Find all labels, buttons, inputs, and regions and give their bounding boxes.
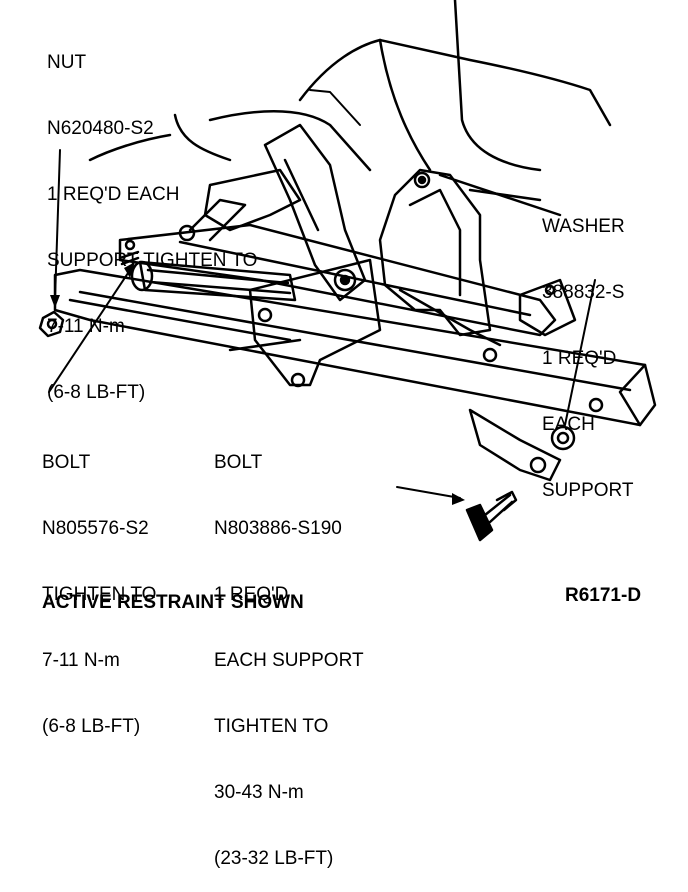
washer-callout-line: 388832-S: [542, 282, 625, 303]
washer: [550, 425, 576, 451]
figure-code: R6171-D: [565, 585, 642, 606]
rear-bracket: [378, 168, 498, 363]
front-tab: [468, 408, 562, 482]
nut-callout: NUT N620480-S2 1 REQ'D EACH SUPPORT TIGH…: [47, 8, 257, 426]
left-bracket: [178, 168, 302, 242]
loose-nut: [38, 310, 65, 338]
bolt-right-callout-line: (23-32 LB-FT): [214, 848, 334, 869]
bolt-right-callout-line: EACH SUPPORT: [214, 650, 364, 671]
arrowheads: [50, 262, 465, 505]
right-bracket: [518, 278, 577, 337]
seat-cushion: [88, 0, 612, 217]
bolt-left-callout-line: TIGHTEN TO: [42, 584, 157, 605]
washer-callout-line: 1 REQ'D: [542, 348, 617, 369]
leader-lines: [48, 89, 596, 499]
bolt-right-callout-line: N803886-S190: [214, 518, 342, 539]
nut-callout-line: 7-11 N-m: [47, 316, 125, 337]
front-end-bolt: [588, 397, 604, 413]
bolt-left-callout: BOLT N805576-S2 TIGHTEN TO 7-11 N-m (6-8…: [42, 408, 156, 760]
bolt-left-callout-line: BOLT: [42, 452, 91, 473]
bolt-right-callout: BOLT N803886-S190 1 REQ'D EACH SUPPORT T…: [214, 408, 364, 892]
bolt-right-callout-line: 1 REQ'D: [214, 584, 289, 605]
tube-bolt: [118, 239, 140, 266]
nut-callout-line: SUPPORT TIGHTEN TO: [47, 250, 258, 271]
washer-callout-line: WASHER: [542, 216, 625, 237]
seat-track-diagram: [38, 0, 657, 542]
washer-callout: WASHER 388832-S 1 REQ'D EACH SUPPORT: [542, 172, 634, 524]
washer-callout-line: SUPPORT: [542, 480, 634, 501]
nut-callout-line: (6-8 LB-FT): [47, 382, 146, 403]
nut-callout-line: N620480-S2: [47, 118, 154, 139]
loose-bolt: [465, 490, 518, 542]
bolt-right-callout-line: TIGHTEN TO: [214, 716, 329, 737]
bolt-left-callout-line: (6-8 LB-FT): [42, 716, 141, 737]
torsion-bar-tube: [130, 260, 297, 302]
bolt-right-callout-line: BOLT: [214, 452, 263, 473]
figure-caption: ACTIVE RESTRAINT SHOWN: [42, 592, 304, 613]
nut-callout-line: NUT: [47, 52, 87, 73]
bolt-left-callout-line: N805576-S2: [42, 518, 149, 539]
bolt-right-callout-line: 30-43 N-m: [214, 782, 304, 803]
bolt-left-callout-line: 7-11 N-m: [42, 650, 120, 671]
washer-callout-line: EACH: [542, 414, 595, 435]
restraint-arm: [263, 123, 367, 302]
center-support-bracket: [228, 258, 382, 388]
nut-callout-line: 1 REQ'D EACH: [47, 184, 180, 205]
